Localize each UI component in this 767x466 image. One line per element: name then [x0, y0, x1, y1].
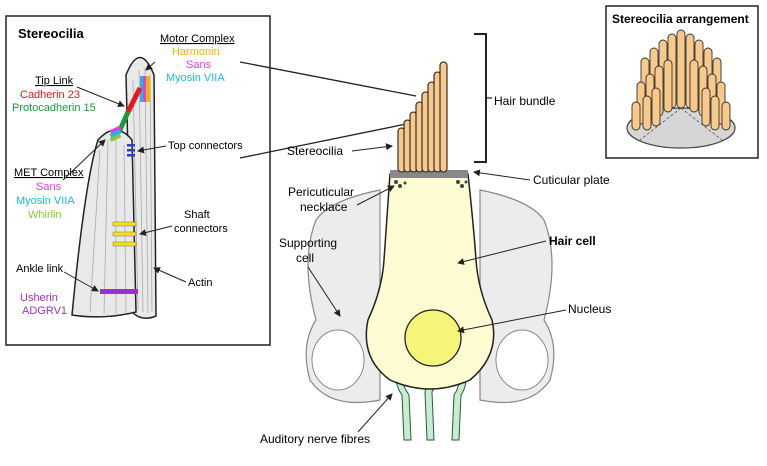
- hair-cell-diagram: Hair bundle Stereocilia Cuticular plate …: [260, 33, 611, 446]
- inset-pointers: [62, 61, 187, 292]
- tip-link-heading: Tip Link: [35, 75, 74, 87]
- hair-cell-body: [365, 173, 495, 390]
- ankle-protein-usherin: Usherin: [20, 292, 58, 304]
- stereocilia-bundle: [397, 61, 448, 173]
- shaft-connectors: [112, 221, 137, 247]
- stereocilia-label: Stereocilia: [287, 144, 343, 158]
- short-stereocilium: [71, 129, 137, 318]
- actin-label: Actin: [188, 277, 212, 289]
- met-protein-whirlin: Whirlin: [28, 209, 62, 221]
- supporting-nucleus-left: [311, 329, 365, 391]
- tip-protein-protocadherin: Protocadherin 15: [12, 102, 96, 114]
- arrangement-guides: [639, 107, 723, 141]
- met-complex-heading: MET Complex: [14, 167, 84, 179]
- met-protein-myosin: Myosin VIIA: [16, 195, 75, 207]
- tip-protein-cadherin: Cadherin 23: [20, 89, 80, 101]
- arrangement-stereocilia: [631, 29, 731, 131]
- hair-cell-label: Hair cell: [549, 234, 596, 248]
- met-protein-sans: Sans: [36, 181, 62, 193]
- nucleus-label: Nucleus: [568, 302, 611, 316]
- actin-filaments: [89, 67, 153, 315]
- supporting-nucleus-right: [495, 329, 549, 391]
- hair-cell-nucleus: [404, 309, 462, 367]
- ankle-link-heading: Ankle link: [16, 263, 64, 275]
- auditory-nerve-label: Auditory nerve fibres: [260, 432, 370, 446]
- pericuticular-label-line2: necklace: [300, 200, 348, 214]
- stereocilia-arrangement-panel: Stereocilia arrangement: [605, 5, 759, 159]
- hair-bundle-label: Hair bundle: [494, 94, 556, 108]
- ankle-protein-adgrv1: ADGRV1: [22, 305, 67, 317]
- pericuticular-label-line1: Pericuticular: [288, 185, 354, 199]
- cuticular-plate-label: Cuticular plate: [533, 173, 610, 187]
- ankle-link-connector: [100, 289, 138, 294]
- inset-title: Stereocilia: [18, 26, 85, 41]
- motor-protein-harmonin: Harmonin: [172, 46, 220, 58]
- motor-complex-heading: Motor Complex: [160, 33, 235, 45]
- top-connectors: [127, 144, 135, 157]
- zoom-lines: [239, 61, 417, 159]
- cuticular-plate: [390, 170, 468, 178]
- stereocilia-inset-panel: Stereocilia: [5, 15, 271, 346]
- shaft-connectors-label-line2: connectors: [174, 223, 228, 235]
- met-complex-marker: [109, 125, 122, 142]
- hair-bundle-bracket: [474, 33, 487, 163]
- supporting-cell-label-line2: cell: [296, 251, 314, 265]
- main-pointers: [307, 143, 567, 433]
- supporting-cell-label-line1: Supporting: [279, 236, 337, 250]
- motor-protein-sans: Sans: [186, 59, 212, 71]
- pericuticular-necklace-dots: [394, 180, 468, 188]
- motor-protein-myosin: Myosin VIIA: [166, 72, 225, 84]
- arrangement-title: Stereocilia arrangement: [612, 12, 749, 26]
- top-connectors-label: Top connectors: [168, 140, 243, 152]
- shaft-connectors-label-line1: Shaft: [184, 209, 210, 221]
